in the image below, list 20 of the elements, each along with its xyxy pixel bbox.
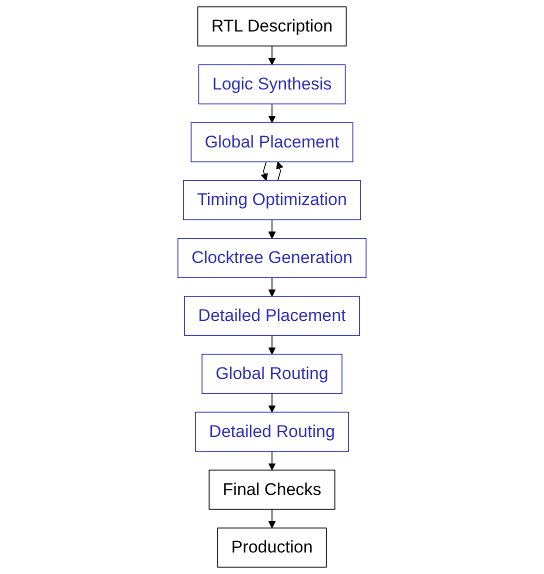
arrow — [268, 103, 276, 123]
node-box: Global Placement — [190, 122, 354, 162]
node-box: Clocktree Generation — [177, 238, 367, 278]
node-box: Global Routing — [202, 354, 342, 394]
arrow — [268, 335, 276, 355]
node-box: Logic Synthesis — [198, 64, 346, 104]
arrow — [276, 161, 284, 181]
node-box: Detailed Placement — [184, 296, 360, 336]
arrow — [268, 450, 276, 470]
node-box: Timing Optimization — [183, 180, 361, 220]
node-box: Production — [217, 528, 327, 568]
arrow — [260, 161, 268, 181]
arrow — [268, 508, 276, 528]
arrow — [268, 393, 276, 413]
arrow — [268, 219, 276, 239]
node-box: RTL Description — [197, 6, 347, 46]
arrow — [268, 46, 276, 66]
node-box: Detailed Routing — [194, 412, 350, 452]
arrow — [268, 277, 276, 297]
node-box: Final Checks — [208, 470, 336, 510]
